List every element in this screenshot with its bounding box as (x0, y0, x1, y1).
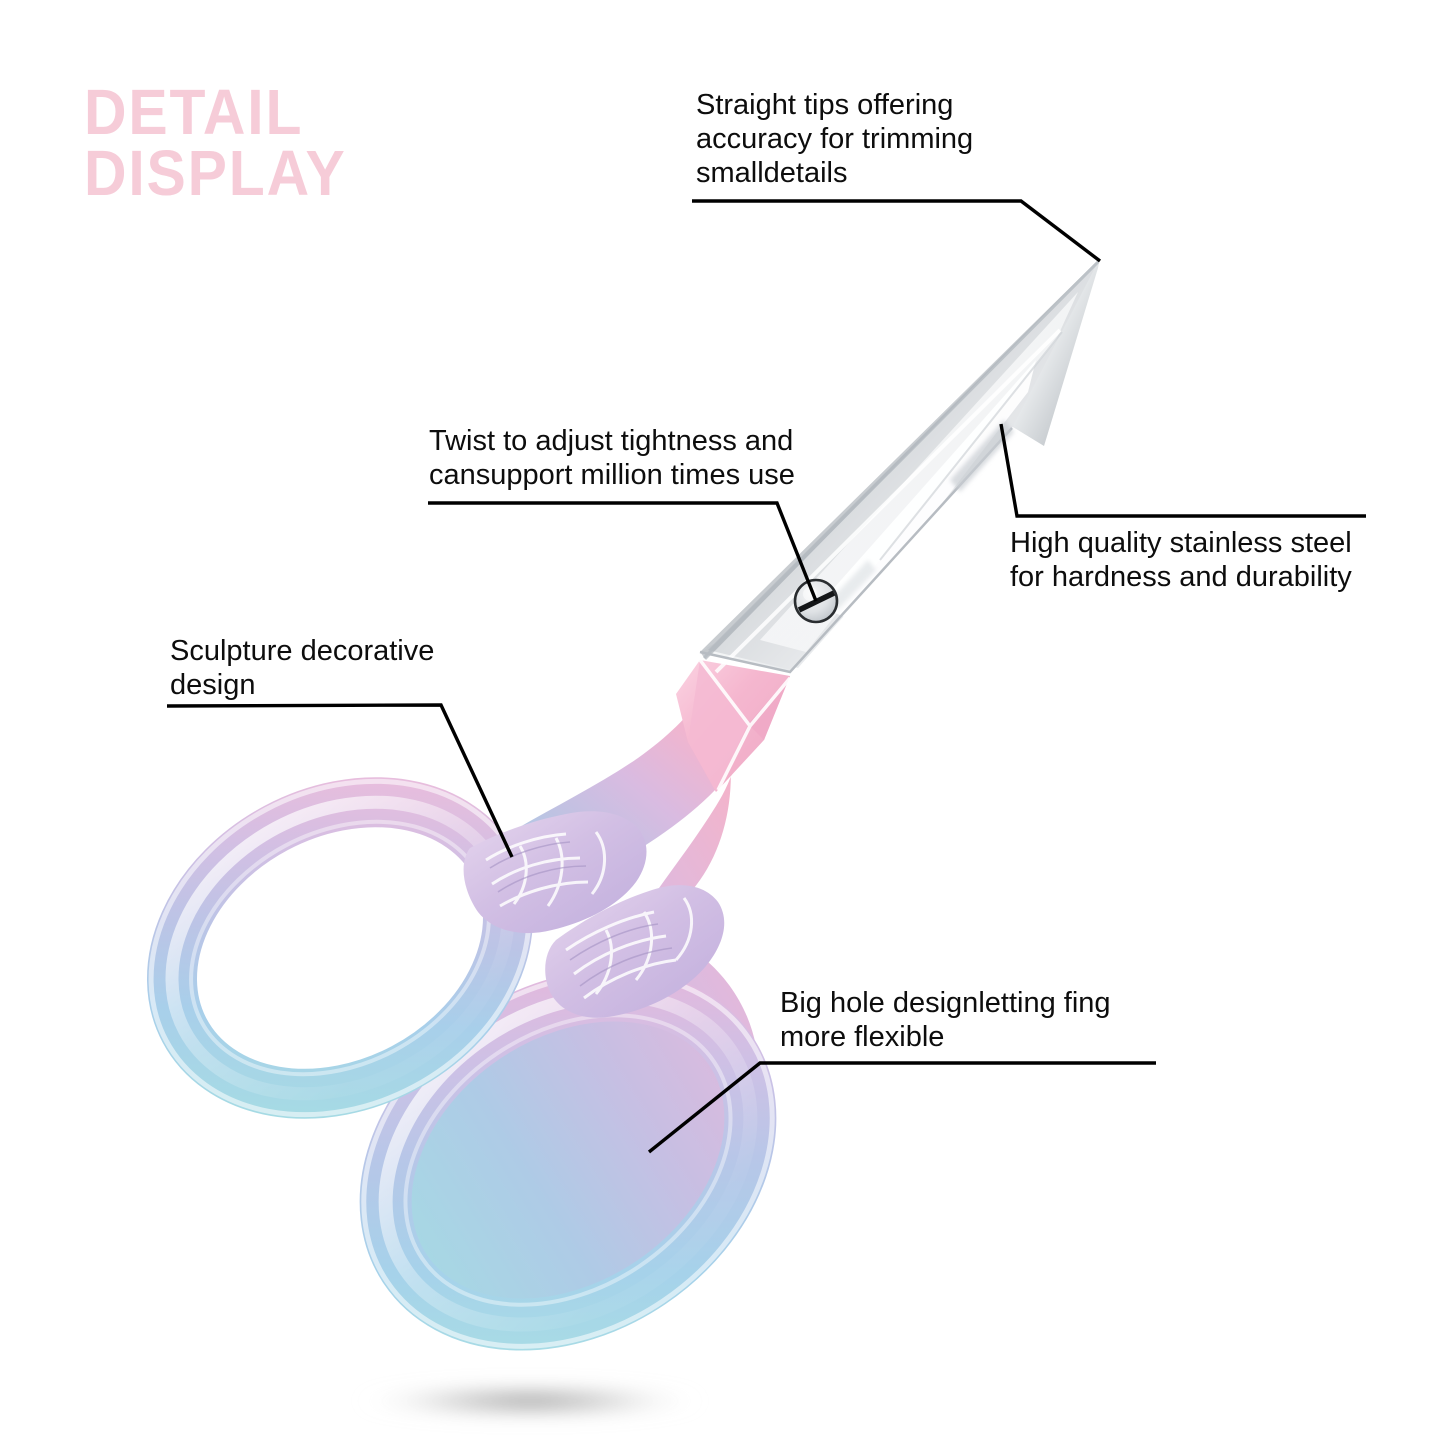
callout-sculpture-design: Sculpture decorative design (170, 635, 435, 702)
product-shadow (355, 1384, 705, 1418)
callout-twist-tightness: Twist to adjust tightness and cansupport… (429, 425, 795, 492)
callout-stainless-steel: High quality stainless steel for hardnes… (1010, 527, 1352, 594)
callout-leaders (166, 199, 1366, 1154)
callout-big-hole-design: Big hole designletting fing more flexibl… (780, 987, 1111, 1054)
scissors-body (146, 258, 1100, 1351)
page-title: DETAIL DISPLAY (84, 76, 347, 209)
callout-straight-tips: Straight tips offering accuracy for trim… (696, 89, 974, 190)
leader-sculpture-design (166, 703, 514, 858)
sculpture-decorative-shank-back (463, 811, 647, 934)
sculpture-decorative-shank-front (545, 885, 725, 1018)
leader-straight-tips (692, 199, 1102, 263)
leader-big-hole-design (647, 1061, 1156, 1154)
handle-junction (676, 658, 792, 792)
leader-stainless-steel (999, 423, 1366, 518)
leader-twist-tightness (428, 501, 818, 602)
